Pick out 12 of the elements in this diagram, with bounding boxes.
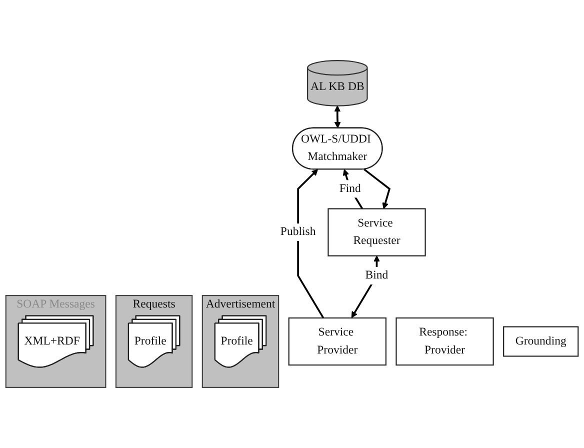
- arrow: [364, 168, 391, 210]
- node-box: Response: Provider: [396, 317, 494, 366]
- arrow: [334, 106, 341, 128]
- node-box: Service Requester: [328, 208, 426, 256]
- edge-label: Bind: [365, 269, 388, 282]
- node-box: Grounding: [503, 326, 579, 357]
- edge-label: Find: [339, 182, 361, 195]
- arrow: [342, 169, 364, 210]
- arrow: [351, 256, 380, 318]
- node-box: Service Provider: [288, 317, 386, 366]
- edge-label: Publish: [280, 226, 316, 238]
- arrow: [297, 169, 324, 318]
